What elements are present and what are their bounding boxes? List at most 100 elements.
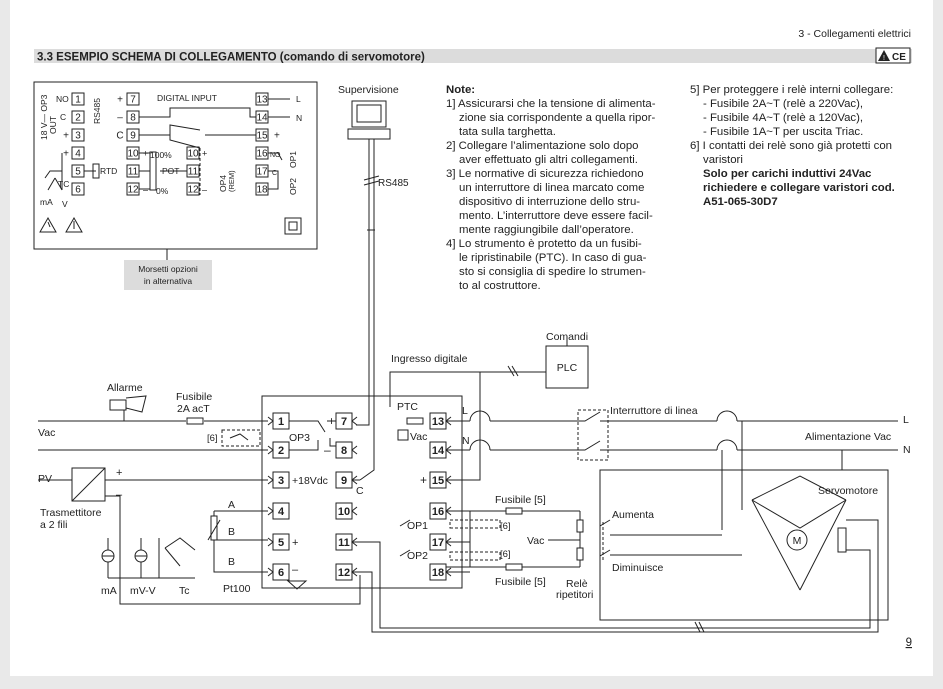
diminuisce-label: Diminuisce — [612, 562, 664, 574]
comandi-label: Comandi — [546, 331, 588, 343]
svg-text:10: 10 — [187, 149, 199, 160]
inset-caption-box — [124, 260, 212, 290]
note-5c: - Fusibile 1A~T per uscita Triac. — [703, 126, 864, 138]
svg-text:15: 15 — [432, 475, 444, 487]
svg-text:!: ! — [883, 55, 885, 62]
inset-tc: TC — [58, 179, 69, 189]
svg-text:17: 17 — [256, 167, 268, 178]
inset-frame — [33, 81, 318, 250]
main-wiring — [38, 100, 898, 633]
svg-text:+: + — [63, 131, 69, 142]
svg-text:11: 11 — [128, 167, 139, 178]
inset-mid-terminals — [126, 92, 200, 196]
varistor-6-b: [6] — [500, 549, 511, 560]
svg-text:–: – — [324, 443, 331, 457]
op2-label: OP2 — [407, 550, 428, 562]
svg-text:–: – — [143, 185, 148, 195]
inset-op4: OP4 — [218, 175, 228, 192]
op3-label: OP3 — [289, 432, 310, 444]
svg-text:17: 17 — [432, 537, 444, 549]
pt100-label: Pt100 — [223, 583, 251, 595]
note-3e: mente raggiungibile dall’operatore. — [459, 224, 634, 236]
note-4c: sto si consiglia di spedire lo strumen- — [459, 266, 646, 278]
op1-label: OP1 — [407, 520, 428, 532]
notes-right: 5] Per proteggere i relè interni collega… — [690, 83, 920, 209]
svg-text:+: + — [143, 149, 148, 159]
motor-m-label: M — [793, 535, 802, 547]
svg-text:9: 9 — [341, 475, 347, 487]
ingresso-digitale-label: Ingresso digitale — [391, 353, 468, 365]
inset-digital-input: DIGITAL INPUT — [157, 93, 217, 103]
inset-pot: POT — [162, 166, 179, 176]
terminal-options-inset — [33, 81, 318, 250]
svg-text:2: 2 — [278, 445, 284, 457]
note-5: 5] Per proteggere i relè interni collega… — [690, 84, 894, 96]
svg-text:2: 2 — [75, 113, 81, 124]
inset-100pct: 100% — [150, 150, 172, 160]
svg-text:18: 18 — [256, 185, 268, 196]
note-3: 3] Le normative di sicurezza richiedono — [446, 168, 644, 180]
note-1b: zione sia corrispondente a quella ripor- — [459, 112, 656, 124]
svg-text:10: 10 — [338, 506, 350, 518]
ce-mark: CE — [892, 52, 906, 63]
svg-text:11: 11 — [188, 167, 199, 178]
supervisione-label: Supervisione — [338, 84, 399, 96]
alimentazione-label: Alimentazione Vac — [805, 431, 891, 443]
ma-label: mA — [101, 585, 117, 597]
trasmettitore-label: Trasmettitore — [40, 507, 102, 519]
svg-text:6: 6 — [278, 567, 284, 579]
svg-text:C: C — [116, 131, 123, 142]
varistor-6-left: [6] — [207, 433, 218, 444]
due-fili-label: a 2 fili — [40, 519, 67, 531]
fusibile-label: Fusibile — [176, 391, 212, 403]
transmitter-box — [71, 467, 106, 502]
svg-text:1: 1 — [278, 416, 284, 428]
note-5a: - Fusibile 2A~T (relè a 220Vac), — [703, 98, 864, 110]
svg-text:18: 18 — [432, 567, 444, 579]
l-out-label: L — [903, 414, 909, 426]
warning-ce-badge: ! CE — [875, 47, 911, 64]
inset-op1: OP1 — [288, 151, 298, 168]
chapter-label: 3 - Collegamenti elettrici — [798, 28, 911, 40]
c-label: C — [356, 485, 364, 497]
paper-sheet — [10, 0, 933, 676]
fusibile-5a-label: Fusibile [5] — [495, 494, 546, 506]
note-6: 6] I contatti dei relè sono già protetti… — [690, 140, 892, 152]
inset-c1: C — [60, 112, 66, 122]
allarme-label: Allarme — [107, 382, 143, 394]
svg-text:+: + — [117, 95, 123, 106]
inset-n: N — [296, 113, 302, 123]
svg-text:–: – — [202, 185, 207, 195]
a-label: A — [228, 499, 235, 511]
vac-mid-label: Vac — [527, 535, 544, 547]
ptc-label: PTC — [397, 401, 418, 413]
svg-text:7: 7 — [341, 416, 347, 428]
vac-left-label: Vac — [38, 427, 55, 439]
svg-text:+: + — [420, 473, 427, 487]
note-6b: varistori — [703, 154, 743, 166]
note-4d: to al costruttore. — [459, 280, 541, 292]
svg-text:13: 13 — [432, 416, 444, 428]
inset-op2: OP2 — [288, 178, 298, 195]
svg-text:16: 16 — [432, 506, 444, 518]
svg-text:8: 8 — [130, 113, 136, 124]
tc-label: Tc — [179, 585, 190, 597]
svg-text:13: 13 — [256, 95, 268, 106]
n-out-label: N — [903, 444, 911, 456]
svg-text:–: – — [116, 489, 123, 501]
inset-no2: NO — [270, 152, 281, 159]
svg-text:+: + — [328, 414, 335, 428]
svg-text:+: + — [63, 149, 69, 160]
svg-text:1: 1 — [75, 95, 81, 106]
svg-text:3: 3 — [278, 475, 284, 487]
svg-text:+: + — [292, 537, 298, 549]
b-label-2: B — [228, 556, 235, 568]
inset-l: L — [296, 94, 301, 104]
svg-text:8: 8 — [341, 445, 347, 457]
inset-0pct: 0% — [156, 186, 169, 196]
section-header-bar — [34, 49, 912, 63]
